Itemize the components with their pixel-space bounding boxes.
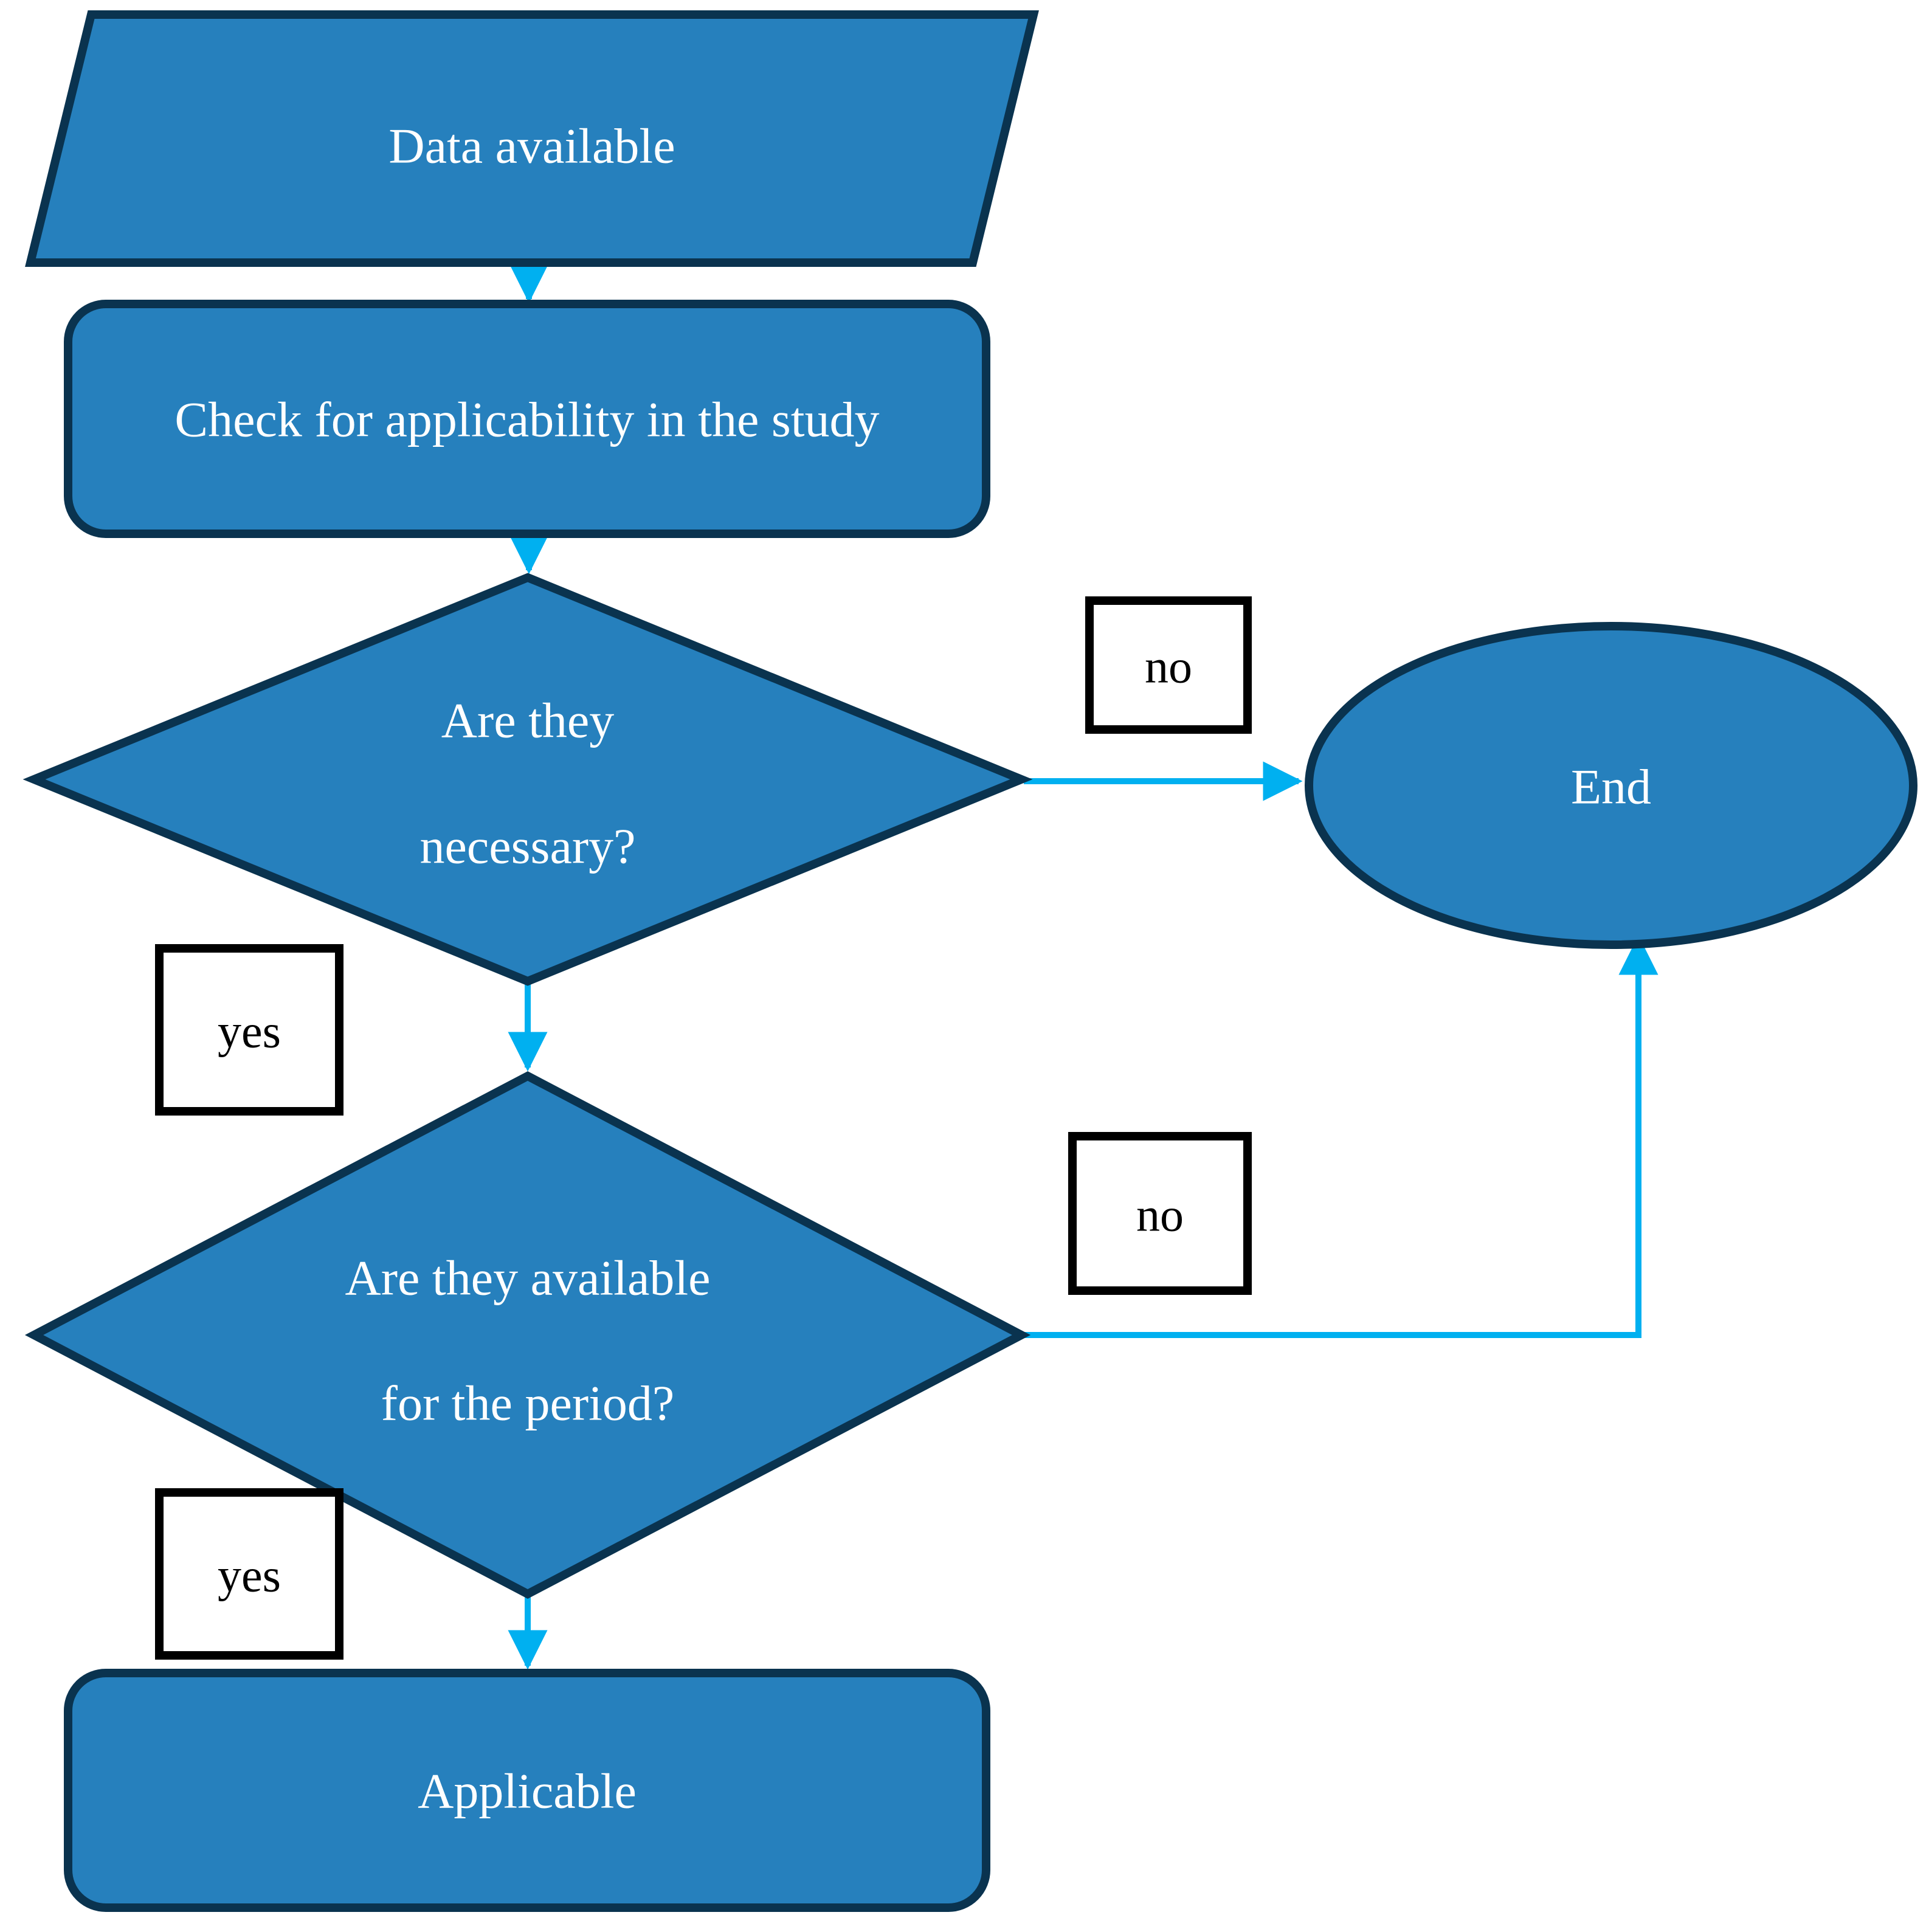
no2-label-box [1068,1132,1252,1295]
no1-label-box [1085,596,1252,734]
start-parallelogram [25,10,1039,267]
no2-label: no [1136,1189,1184,1241]
end-label: End [1571,759,1651,815]
no1-label: no [1145,640,1192,693]
decision2-label-line2: for the period? [381,1376,675,1431]
yes1-label-box [155,944,343,1116]
applicable-rounded-rect [64,1669,990,1912]
decision1-diamond [22,573,1033,986]
decision1-label-line1: Are they [441,693,615,748]
decision2-diamond [24,1071,1031,1599]
end-ellipse [1305,622,1917,949]
decision2-label-line1: Are they available [345,1251,710,1306]
process-label: Check for applicability in the study [174,392,879,447]
decision1-label-line2: necessary? [419,819,635,874]
applicable-label: Applicable [418,1764,637,1819]
yes1-label: yes [218,1005,281,1058]
yes2-label: yes [218,1549,281,1602]
arrow-decision2-no-to-end [1024,935,1658,1338]
yes2-label-box [155,1488,343,1660]
start-label: Data available [388,119,675,174]
process-rounded-rect [64,300,990,538]
